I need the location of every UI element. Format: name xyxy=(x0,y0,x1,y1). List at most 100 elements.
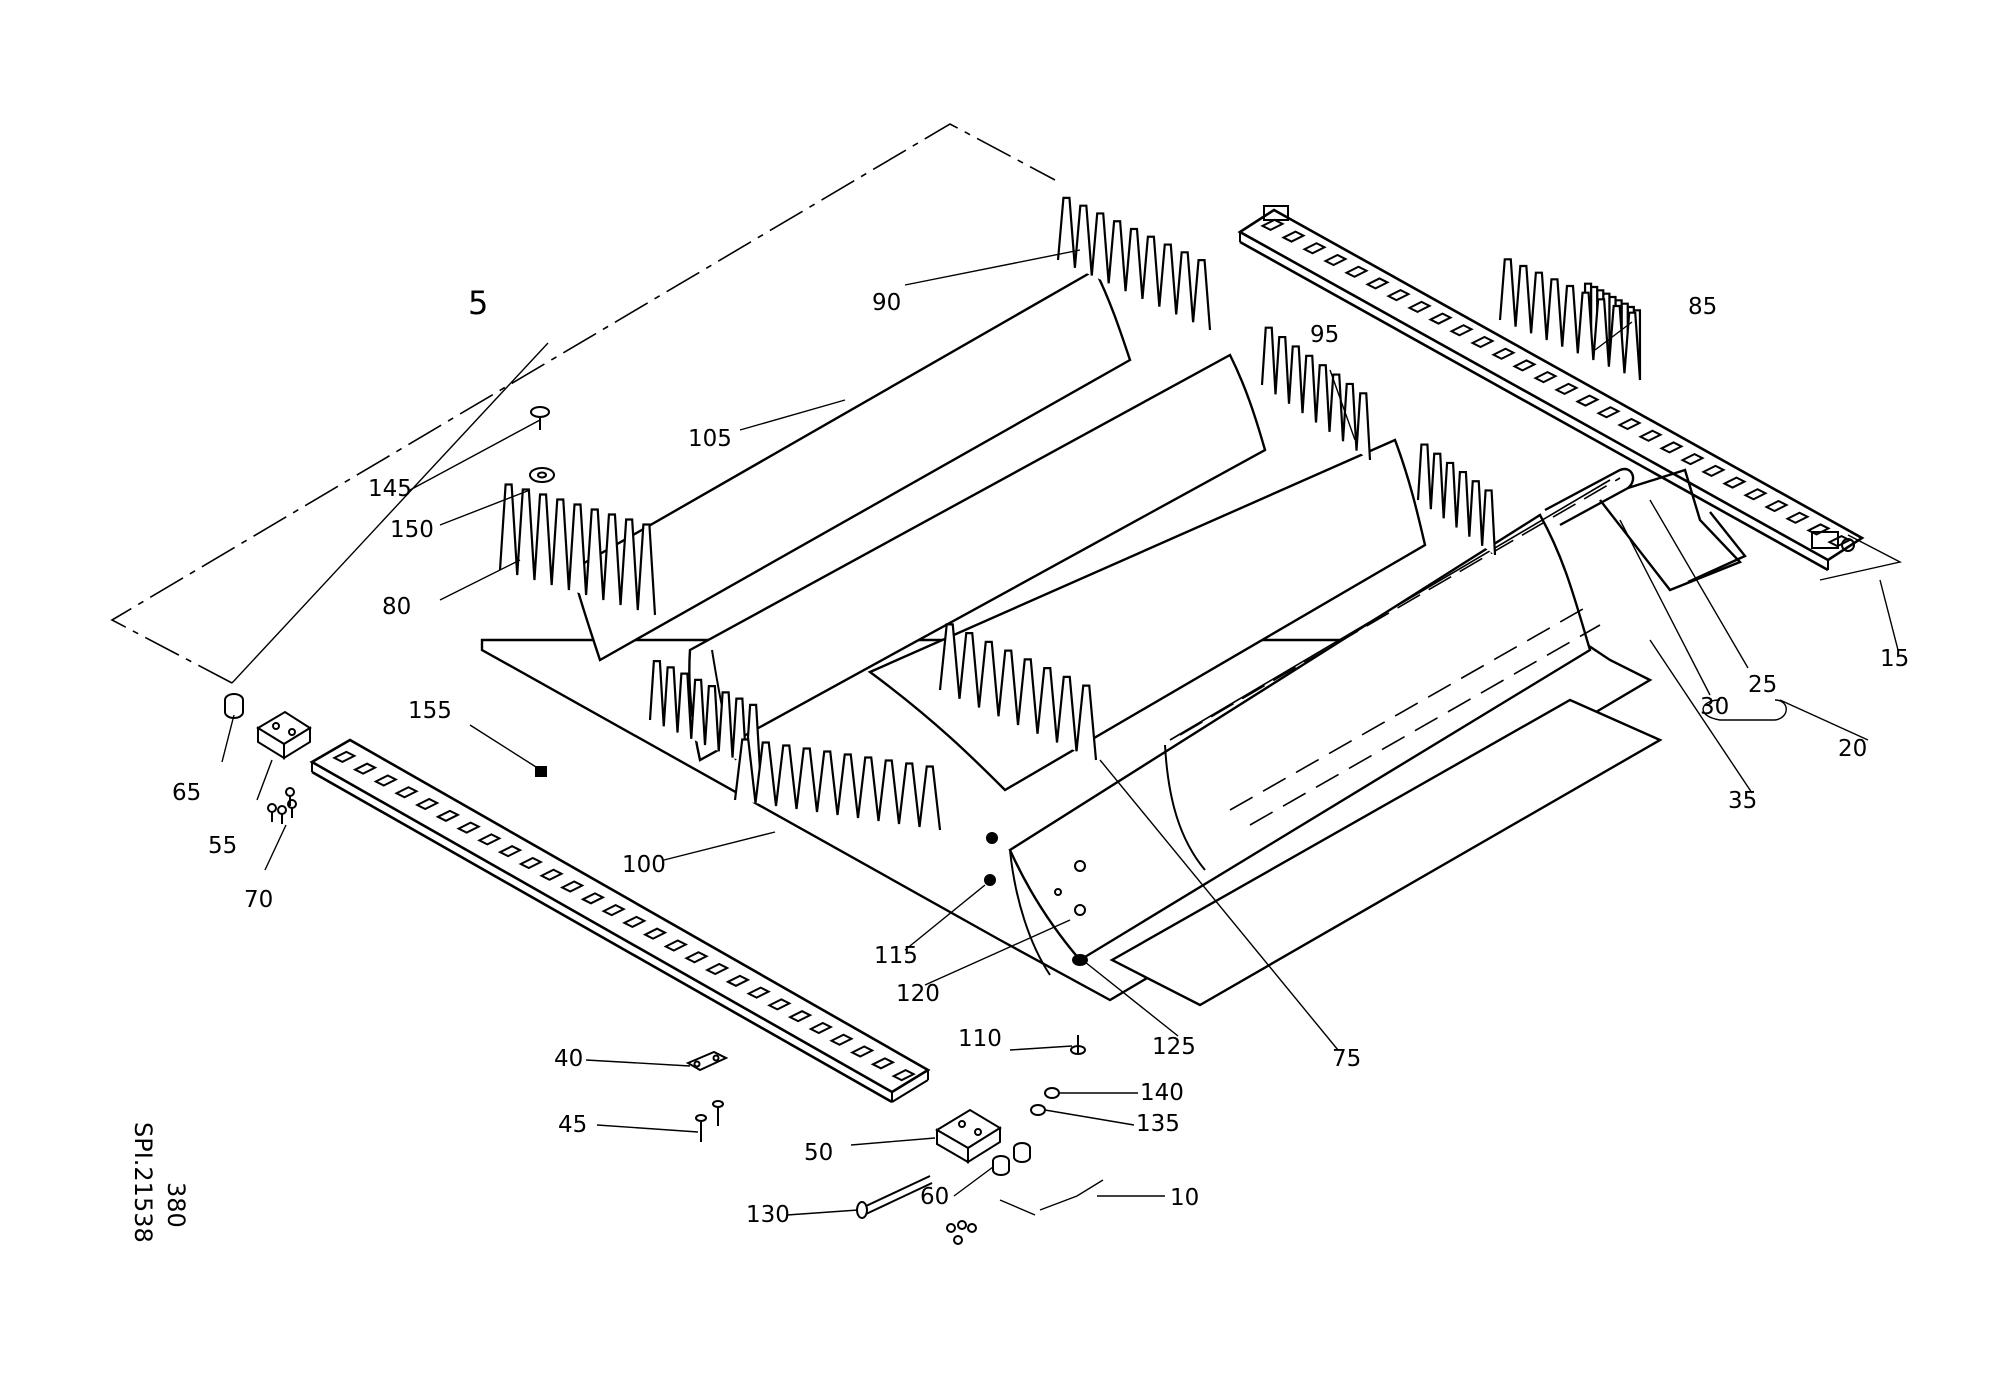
callout-85: 85 xyxy=(1688,294,1717,320)
callout-65: 65 xyxy=(172,780,201,806)
finger-combs xyxy=(498,196,1642,831)
callout-25: 25 xyxy=(1748,672,1777,698)
rail-slot xyxy=(414,797,440,811)
finger-comb xyxy=(1498,258,1642,381)
rail-slot xyxy=(1638,429,1663,442)
rail-slot xyxy=(1491,347,1516,360)
callout-45: 45 xyxy=(558,1112,587,1138)
finger-comb xyxy=(938,623,1098,761)
part-110-bolt xyxy=(1070,1035,1086,1055)
rail-slot xyxy=(435,809,461,822)
finger-comb xyxy=(1056,196,1212,331)
part-145-bolt xyxy=(530,406,550,430)
right-chain-rail xyxy=(1237,205,1865,572)
rail-slot xyxy=(1407,300,1432,313)
rail-slot xyxy=(1281,230,1306,243)
rail-slot xyxy=(1470,335,1495,349)
rail-slot xyxy=(394,786,419,799)
rail-slot xyxy=(1701,464,1726,477)
callout-40: 40 xyxy=(554,1046,583,1072)
rail-slot xyxy=(539,868,564,881)
rail-slot xyxy=(1365,277,1390,290)
callout-50: 50 xyxy=(804,1140,833,1166)
rail-slot xyxy=(725,974,751,987)
part-60-screws xyxy=(946,1220,977,1245)
bracket-15-outline xyxy=(1819,534,1903,581)
drawing-reference-page: 380 xyxy=(162,1182,190,1228)
rail-slot xyxy=(622,915,647,929)
rail-slot xyxy=(1575,394,1600,407)
rail-slot xyxy=(1659,441,1684,454)
rail-slot xyxy=(849,1045,875,1058)
part-150-washer xyxy=(529,467,555,483)
rail-slot xyxy=(559,880,585,893)
callout-10: 10 xyxy=(1170,1185,1199,1211)
rail-slot xyxy=(1785,511,1810,524)
finger-comb xyxy=(1260,326,1372,461)
callout-80: 80 xyxy=(382,594,411,620)
rail-slot xyxy=(1344,265,1369,278)
rail-slot xyxy=(1596,406,1621,419)
callout-110: 110 xyxy=(958,1026,1002,1052)
rail-slot xyxy=(767,998,792,1011)
rail-slot xyxy=(787,1010,813,1023)
part-130-bolt xyxy=(856,1175,933,1219)
rail-slot xyxy=(1260,218,1285,231)
callout-140: 140 xyxy=(1140,1080,1184,1106)
callout-115: 125 xyxy=(1152,1034,1196,1060)
rail-slot xyxy=(352,762,378,775)
rail-slot xyxy=(704,962,730,976)
rail-slot xyxy=(580,892,606,905)
rail-slot xyxy=(1533,371,1558,384)
part-45-pins xyxy=(695,1100,724,1142)
callout-labels: 5 90 85 95 105 145 150 80 155 65 55 70 1… xyxy=(172,284,1909,1228)
callout-35: 35 xyxy=(1728,788,1757,814)
callout-55: 55 xyxy=(208,833,237,859)
rail-slot xyxy=(373,774,399,787)
rail-slot xyxy=(518,856,544,870)
rail-slot xyxy=(1428,312,1453,325)
callout-100: 100 xyxy=(622,852,666,878)
callout-145: 145 xyxy=(368,476,412,502)
part-135-140-washer-nut xyxy=(1030,1087,1060,1116)
callout-90: 90 xyxy=(872,290,901,316)
rail-slot xyxy=(1554,382,1579,395)
finger-comb xyxy=(1416,443,1497,556)
part-115-nut xyxy=(1072,954,1088,966)
rail-slot xyxy=(601,903,626,917)
part-55-bracket xyxy=(256,710,312,760)
callout-120: 115 xyxy=(874,943,918,969)
callout-70: 70 xyxy=(244,887,273,913)
callout-150: 150 xyxy=(390,517,434,543)
rail-slot xyxy=(497,845,523,858)
assembly-outline-5 xyxy=(110,123,1056,684)
rail-slot xyxy=(684,951,709,964)
callout-125: 120 xyxy=(896,981,940,1007)
rail-slot xyxy=(1617,417,1642,431)
callout-105: 105 xyxy=(688,426,732,452)
part-60-bushing xyxy=(992,1142,1031,1176)
callout-15: 15 xyxy=(1880,646,1909,672)
part-50-bracket xyxy=(935,1108,1002,1164)
drive-shaft xyxy=(1544,467,1747,592)
callout-130: 130 xyxy=(746,1202,790,1228)
rail-slot xyxy=(1512,359,1537,372)
part-40-link xyxy=(685,1050,729,1072)
callout-30: 30 xyxy=(1700,694,1729,720)
trough-assembly xyxy=(480,268,1663,1007)
drawing-reference-code: SPI.21538 xyxy=(129,1122,157,1243)
callout-155: 155 xyxy=(408,698,452,724)
rail-slot xyxy=(1680,453,1705,466)
callout-75: 75 xyxy=(1332,1046,1361,1072)
rail-slot xyxy=(642,927,668,940)
callout-135: 135 xyxy=(1136,1111,1180,1137)
part-120-rivet xyxy=(984,874,996,886)
rail-slot xyxy=(808,1021,834,1035)
rail-slot xyxy=(1764,499,1789,513)
rail-slot xyxy=(456,821,481,834)
callout-20: 20 xyxy=(1838,736,1867,762)
rail-slot xyxy=(1386,289,1411,302)
rail-slot xyxy=(477,833,502,846)
rail-slot xyxy=(663,939,689,952)
